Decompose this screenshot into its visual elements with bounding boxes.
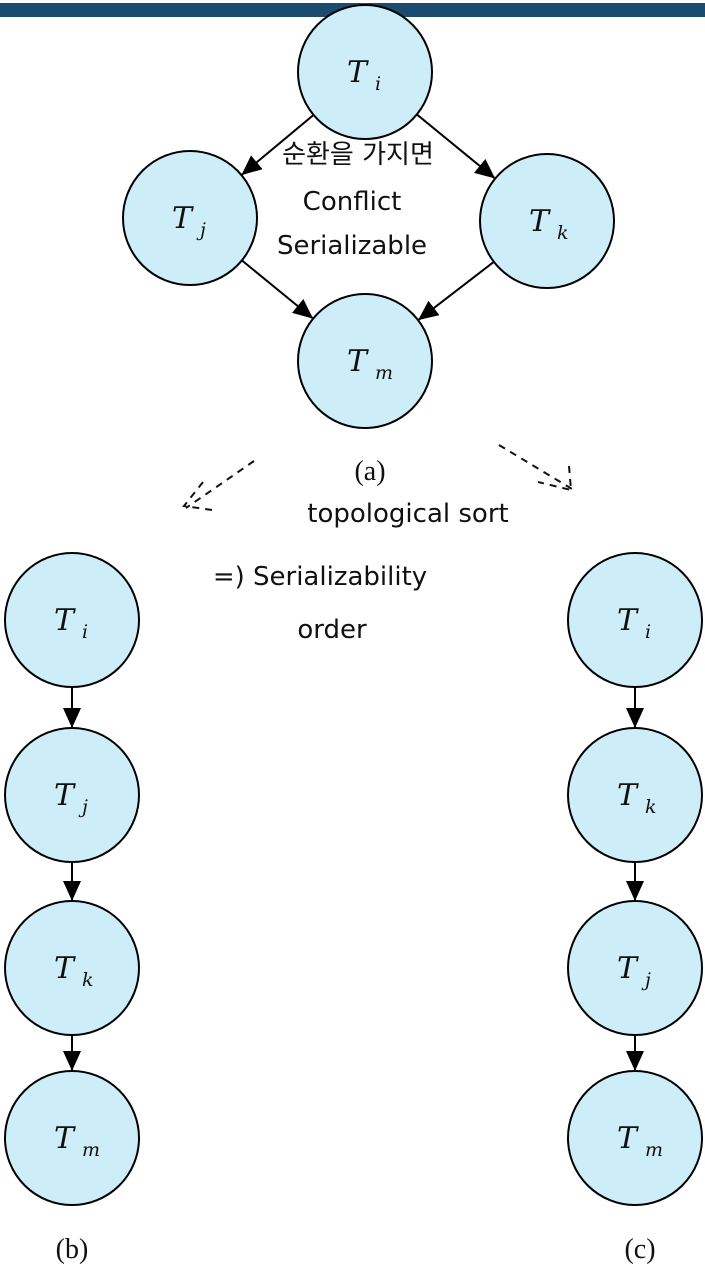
graph-b-node-label: T: [54, 603, 76, 638]
graph-c-node-subscript: j: [641, 969, 651, 991]
graph-a-node-circle: [122, 150, 258, 286]
graph-c-node-circle: [567, 1070, 703, 1206]
graph-c-node-subscript: k: [645, 796, 657, 818]
graph-c-node-circle: [567, 552, 703, 688]
graph-a-node-subscript: i: [375, 73, 381, 95]
graph-a-node-circle: [297, 293, 433, 429]
graph-a-edge-Ti-Tk: [416, 113, 496, 179]
graph-b-node-subscript: k: [82, 969, 94, 991]
graph-a-edge-Tk-Tm: [418, 261, 495, 321]
graph-a-node-label: T: [172, 201, 194, 236]
graph-a-node-circle: [479, 153, 615, 289]
graph-b-node-subscript: i: [82, 621, 88, 643]
cycle-note-line2: Conflict: [303, 187, 402, 217]
topo-note: topological sort =) Serializability orde…: [213, 499, 509, 645]
graph-b-node-circle: [4, 1070, 140, 1206]
edges-layer: [63, 113, 644, 1071]
cycle-note: 순환을 가지면 Conflict Serializable: [277, 140, 434, 261]
topo-note-line2: =) Serializability: [213, 562, 427, 592]
graph-b-node-circle: [4, 552, 140, 688]
graph-b-node-label: T: [54, 778, 76, 813]
dashed-arrow-right: [498, 444, 573, 492]
dashed-arrow-left: [182, 460, 255, 511]
graph-c-node-label: T: [617, 603, 639, 638]
graph-a-node-label: T: [347, 344, 369, 379]
graph-a-edge-Ti-Tj: [241, 114, 315, 176]
graph-b-node-circle: [4, 727, 140, 863]
graph-a-node-circle: [297, 4, 433, 140]
graph-c-node-subscript: i: [645, 621, 651, 643]
dashed-arrow-right-shaft: [498, 444, 573, 490]
graph-a-node-subscript: k: [557, 222, 569, 244]
graph-c-node-subscript: m: [645, 1139, 663, 1161]
cycle-note-line1: 순환을 가지면: [282, 140, 434, 170]
topo-note-line1: topological sort: [307, 499, 508, 529]
graph-c-node-label: T: [617, 778, 639, 813]
graph-a-node-label: T: [529, 204, 551, 239]
graph-a-node-subscript: m: [375, 362, 393, 384]
caption-a: (a): [354, 456, 385, 487]
graph-c-node-circle: [567, 727, 703, 863]
graph-a-edge-Tj-Tm: [241, 259, 314, 319]
graph-b-node-circle: [4, 900, 140, 1036]
caption-b: (b): [56, 1234, 89, 1265]
graph-b-node-label: T: [54, 1121, 76, 1156]
graph-a-node-label: T: [347, 55, 369, 90]
dashed-arrow-left-head: [182, 481, 213, 511]
caption-c: (c): [624, 1234, 655, 1265]
graph-c-node-label: T: [617, 951, 639, 986]
graph-a-node-subscript: j: [196, 219, 206, 241]
cycle-note-line3: Serializable: [277, 231, 427, 261]
dashed-arrow-left-shaft: [185, 460, 255, 509]
graph-b-node-label: T: [54, 951, 76, 986]
graph-b-node-subscript: m: [82, 1139, 100, 1161]
topo-note-line3: order: [297, 615, 367, 645]
graph-b-node-subscript: j: [78, 796, 88, 818]
graph-c-node-label: T: [617, 1121, 639, 1156]
graph-c-node-circle: [567, 900, 703, 1036]
